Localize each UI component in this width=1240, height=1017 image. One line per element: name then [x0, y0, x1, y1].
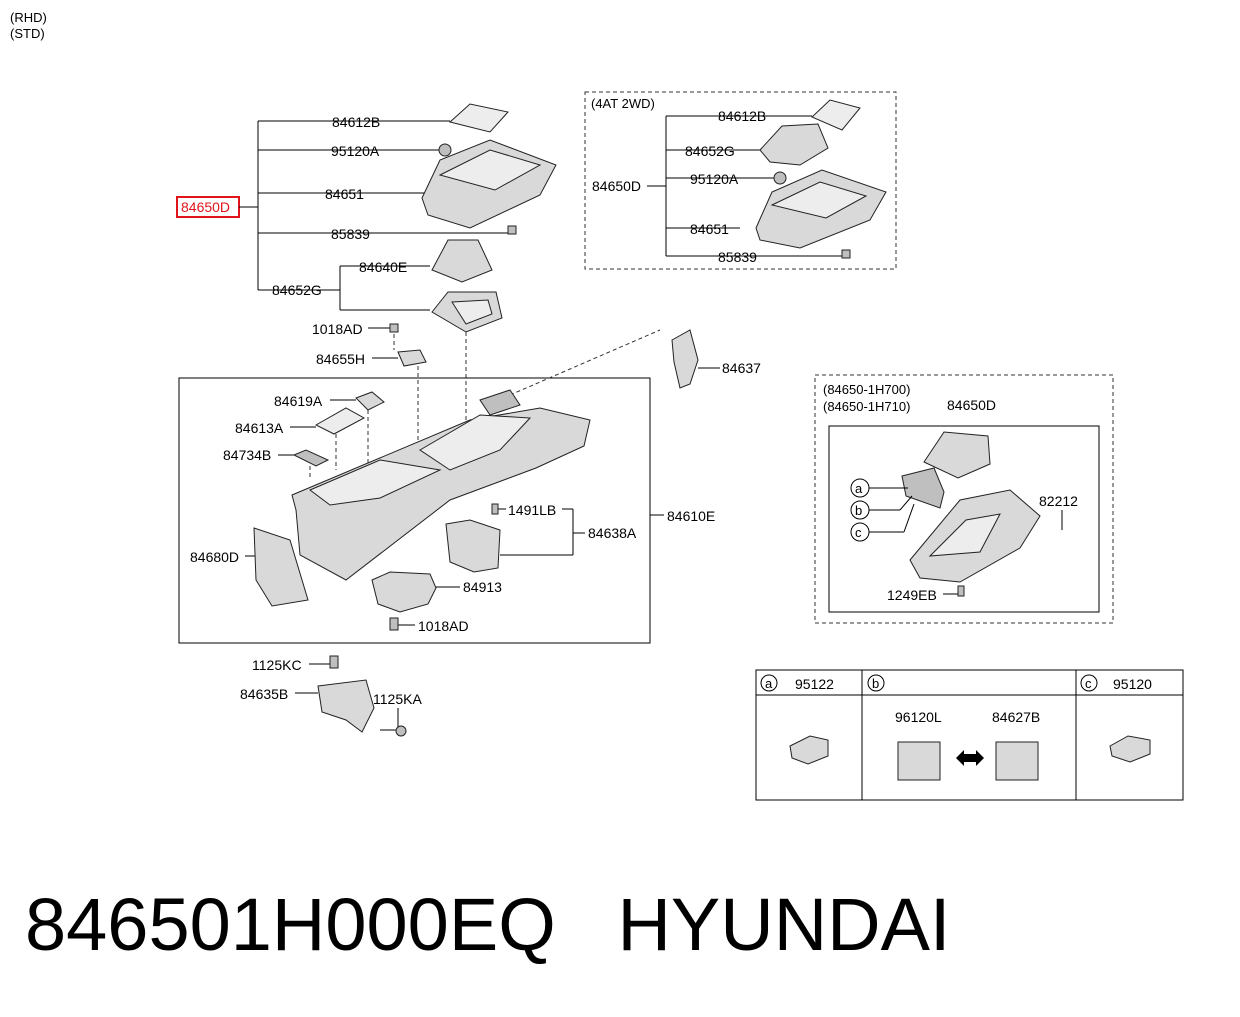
legend-a-letter: a — [765, 676, 773, 691]
legend-table: a 95122 b 96120L 84627B c 95120 — [755, 669, 1184, 801]
svg-text:b: b — [855, 503, 862, 518]
rear-panel-drawing — [253, 527, 309, 607]
label-1018AD-top: 1018AD — [312, 321, 363, 337]
legend-a-part: 95122 — [795, 676, 834, 692]
label-84637: 84637 — [722, 360, 761, 376]
console-body-drawing — [291, 407, 591, 581]
label-84734B: 84734B — [223, 447, 271, 463]
v4-label-84612B: 84612B — [718, 108, 766, 124]
v4-label-84651: 84651 — [690, 221, 729, 237]
label-82212: 82212 — [1039, 493, 1078, 509]
v4-label-85839: 85839 — [718, 249, 757, 265]
label-85839: 85839 — [331, 226, 370, 242]
clip-drawing — [507, 225, 517, 235]
label-84610E: 84610E — [667, 508, 715, 524]
variant-h700-parent: 84650D — [947, 397, 996, 413]
header-rhd: (RHD) — [10, 10, 47, 25]
svg-text:a: a — [855, 481, 863, 496]
legend-b-right-part: 84627B — [992, 709, 1040, 725]
header-std: (STD) — [10, 26, 45, 41]
label-1018AD-bottom: 1018AD — [418, 618, 469, 634]
legend-b-right-drawing — [995, 741, 1039, 781]
legend-c-part: 95120 — [1113, 676, 1152, 692]
label-84612B: 84612B — [332, 114, 380, 130]
legend-c-letter: c — [1085, 676, 1092, 691]
bracket-drawing — [445, 519, 501, 573]
cover-plate-drawing — [448, 103, 509, 133]
label-95120A: 95120A — [331, 143, 380, 159]
variant-h700-line2: (84650-1H710) — [823, 399, 910, 414]
label-1249EB: 1249EB — [887, 587, 937, 603]
label-84640E: 84640E — [359, 259, 407, 275]
label-84655H: 84655H — [316, 351, 365, 367]
v4-label-84652G: 84652G — [685, 143, 735, 159]
label-84635B: 84635B — [240, 686, 288, 702]
part-caption: 846501H000EQ HYUNDAI — [25, 888, 951, 962]
switch-drawing — [438, 143, 452, 157]
main-tree: 84650D 84612B 95120A 84651 85839 84652G … — [176, 103, 557, 420]
label-84652G: 84652G — [272, 282, 322, 298]
legend-a-drawing — [789, 735, 829, 765]
caption-part-number: 846501H000EQ — [25, 883, 556, 966]
variant-h700-box: (84650-1H700) (84650-1H710) 84650D a b c… — [814, 374, 1114, 624]
main-parent-label: 84650D — [181, 199, 230, 215]
label-1491LB: 1491LB — [508, 502, 556, 518]
label-84680D: 84680D — [190, 549, 239, 565]
label-84613A: 84613A — [235, 420, 284, 436]
label-84651: 84651 — [325, 186, 364, 202]
label-1125KC: 1125KC — [252, 657, 302, 673]
label-84913: 84913 — [463, 579, 502, 595]
legend-b-left-part: 96120L — [895, 709, 942, 725]
label-84638A: 84638A — [588, 525, 637, 541]
variant-4at-parent: 84650D — [592, 178, 641, 194]
lower-bracket-group: 1125KC 84635B 1125KA — [240, 655, 422, 737]
label-84619A: 84619A — [274, 393, 323, 409]
double-arrow-icon — [956, 750, 984, 766]
console-group: 1018AD 84655H 84637 84619A 84613A 84734B… — [178, 321, 761, 644]
console-frame — [178, 377, 651, 644]
variant-4at-title: (4AT 2WD) — [591, 96, 655, 111]
cup-holder-drawing — [371, 571, 437, 613]
boot-drawing — [431, 239, 493, 283]
legend-b-letter: b — [872, 676, 879, 691]
caption-brand: HYUNDAI — [617, 883, 951, 966]
svg-text:c: c — [855, 525, 862, 540]
label-1125KA: 1125KA — [373, 691, 422, 707]
mount-bracket-drawing — [317, 679, 375, 733]
v4-label-95120A: 95120A — [690, 171, 739, 187]
legend-c-drawing — [1109, 735, 1151, 763]
variant-4at-box: (4AT 2WD) 84650D 84612B 84652G 95120A 84… — [584, 91, 897, 270]
legend-b-left-drawing — [897, 741, 941, 781]
variant-h700-line1: (84650-1H700) — [823, 382, 910, 397]
